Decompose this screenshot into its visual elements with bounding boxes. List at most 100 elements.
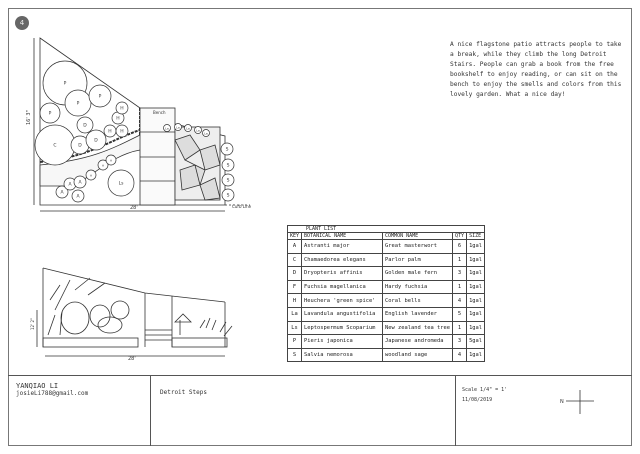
header-qty: QTY [452, 232, 468, 240]
title-block-designer: YANQIAO LI josieLi788@gmail.com [8, 375, 150, 446]
cell-size: 1gal [466, 239, 486, 254]
plant-key-label: H [120, 106, 123, 112]
plant-key-label: La [196, 129, 200, 133]
plant-circle [55, 185, 69, 199]
plant-key-label: S [227, 163, 230, 169]
elevation-drawing [36, 267, 233, 357]
north-label: N [560, 399, 564, 405]
cell-qty: 3 [452, 266, 468, 281]
plan-height-dimension: 16' 3" [26, 110, 32, 125]
plant-circle [221, 188, 235, 202]
elevation-width-dimension: 28' [128, 356, 136, 362]
cell-qty: 5 [452, 306, 468, 322]
sheet-number-badge: 4 [15, 16, 29, 30]
plant-key-label: S [226, 147, 229, 153]
plant-key-label: H [108, 129, 111, 135]
plant-key-label: A [90, 174, 93, 178]
cell-size: 1gal [466, 293, 486, 308]
cell-botanical: Pieris japonica [301, 334, 384, 349]
cell-common: Parlor palm [382, 252, 454, 268]
cell-common: English lavender [382, 306, 454, 322]
title-block-project: Detroit Steps [150, 375, 455, 446]
plant-circle [76, 116, 94, 134]
plant-circle [105, 154, 117, 166]
plant-circle [107, 169, 135, 197]
plant-key-label: A [78, 180, 82, 186]
plant-key-label: La [176, 126, 180, 130]
header-key: KEY [286, 232, 303, 240]
north-arrow-icon [566, 390, 594, 414]
header-common: COMMON NAME [382, 232, 454, 240]
plant-circle [71, 189, 85, 203]
cell-key: S [286, 347, 303, 363]
plant-circle [221, 173, 235, 187]
plant-circle [115, 124, 129, 138]
cell-size: 5gal [466, 334, 486, 349]
cell-size: 1gal [466, 306, 486, 322]
plant-key-label: La [204, 132, 208, 136]
bench-label: Bench [153, 110, 166, 115]
header-size: SIZE [466, 232, 486, 240]
drawing-sheet-border [8, 8, 632, 446]
cell-qty: 1 [452, 279, 468, 295]
cell-botanical: Chamaedorea elegans [301, 252, 384, 268]
plant-list-table: PLANT LIST KEY BOTANICAL NAME COMMON NAM… [286, 225, 486, 363]
plant-circle [85, 129, 107, 151]
plant-key-label: Ls [119, 181, 125, 187]
plant-circle [220, 142, 234, 156]
plant-circle [64, 89, 92, 117]
design-description-note: A nice flagstone patio attracts people t… [450, 41, 622, 98]
plant-circle [88, 84, 112, 108]
cell-qty: 3 [452, 334, 468, 349]
plant-key-label: P [77, 101, 80, 107]
plant-key-label: H [120, 129, 123, 135]
cell-qty: 4 [452, 347, 468, 363]
plant-circle [221, 158, 235, 172]
plant-key-label: H [116, 116, 119, 122]
plant-circle [97, 159, 109, 171]
plant-key-label: D [78, 143, 82, 149]
cell-size: 1gal [466, 252, 486, 268]
scale-text: Scale 1/4" = 1' [462, 387, 508, 393]
plant-list-header: KEY BOTANICAL NAME COMMON NAME QTY SIZE [286, 232, 486, 240]
cell-botanical: Astranti major [301, 239, 384, 254]
plant-circle [85, 169, 97, 181]
date-text: 11/08/2019 [462, 397, 493, 403]
plant-key-label: P [64, 81, 67, 87]
plan-steps [139, 107, 176, 206]
cell-qty: 1 [452, 252, 468, 268]
cell-key: F [286, 279, 303, 295]
plant-key-label: D [94, 138, 98, 144]
cell-size: 1gal [466, 320, 486, 336]
plant-circle [194, 126, 202, 134]
cell-common: Coral bells [382, 293, 454, 308]
plant-key-label: S [227, 178, 230, 184]
cell-botanical: Lavandula angustifolia [301, 306, 384, 322]
cell-common: Golden male fern [382, 266, 454, 281]
plant-key-label: La [186, 127, 190, 131]
cell-botanical: Dryopteris affinis [301, 266, 384, 281]
plant-circle [184, 124, 192, 132]
plant-circle [202, 129, 210, 137]
cell-key: H [286, 293, 303, 308]
cell-qty: 6 [452, 239, 468, 254]
designer-email: josieLi788@gmail.com [16, 390, 89, 397]
plant-key-label: P [99, 94, 102, 100]
plant-key-label: A [76, 194, 80, 200]
cell-size: 1gal [466, 347, 486, 363]
plant-key-label: A [102, 164, 105, 168]
cell-botanical: Fuchsia magellanica [301, 279, 384, 295]
cell-size: 1gal [466, 266, 486, 281]
plant-circle [39, 102, 61, 124]
cell-key: La [286, 306, 303, 322]
cell-key: P [286, 334, 303, 349]
cell-key: Ls [286, 320, 303, 336]
